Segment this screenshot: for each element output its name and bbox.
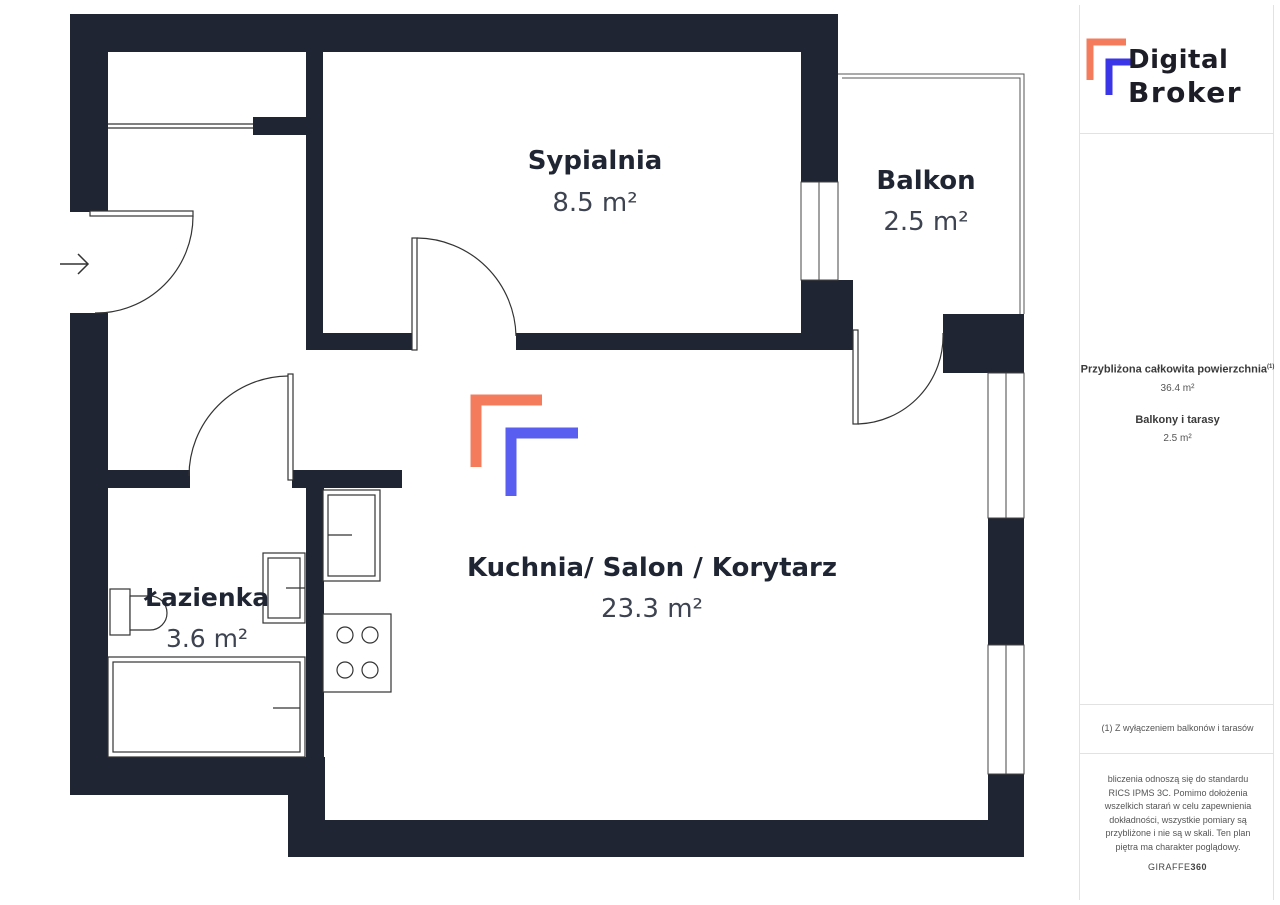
living-name: Kuchnia/ Salon / Korytarz <box>467 553 837 583</box>
balcony-area-value: 2.5 m² <box>1163 432 1192 444</box>
total-area-value: 36.4 m² <box>1160 382 1195 394</box>
wall <box>292 470 402 488</box>
wall <box>70 14 108 212</box>
wall <box>306 52 323 350</box>
burner <box>361 661 379 679</box>
arrow-right-icon <box>60 253 90 275</box>
divider <box>1080 704 1273 705</box>
wall <box>943 314 1024 373</box>
footnote: (1) Z wyłączeniem balkonów i tarasów <box>1101 723 1254 733</box>
wall <box>988 774 1024 857</box>
wall <box>108 470 190 488</box>
toilet <box>129 595 168 631</box>
bedroom-area: 8.5 m² <box>552 188 637 218</box>
burner <box>361 626 379 644</box>
balcony-railing <box>838 73 1025 314</box>
area-summary: Przybliżona całkowita powierzchnia(1) 36… <box>1080 360 1275 445</box>
logo-mark <box>1086 38 1133 95</box>
burner <box>336 626 354 644</box>
logo-text-broker: Broker <box>1128 76 1243 109</box>
entrance-door <box>89 210 194 217</box>
windows <box>800 181 1025 775</box>
burner <box>336 661 354 679</box>
divider <box>1080 133 1273 134</box>
logo-text-digital: Digital <box>1128 45 1229 75</box>
sidebar: Digital Broker Przybliżona całkowita pow… <box>1079 5 1274 900</box>
toilet-tank <box>109 588 131 636</box>
bathroom-name: Łazienka <box>143 583 269 612</box>
divider <box>1080 753 1273 754</box>
balcony-area: 2.5 m² <box>883 207 968 237</box>
balcony-name: Balkon <box>876 166 975 196</box>
bathroom-area: 3.6 m² <box>166 624 248 653</box>
balcony-area-label: Balkony i tarasy <box>1135 413 1220 426</box>
wall <box>988 518 1024 645</box>
stove <box>322 613 392 693</box>
bedroom-name: Sypialnia <box>528 146 663 176</box>
total-area-label: Przybliżona całkowita powierzchnia(1) <box>1080 363 1275 376</box>
wall <box>288 820 1024 857</box>
giraffe360-brand: GIRAFFE360 <box>1147 862 1208 872</box>
wall <box>70 313 108 795</box>
wall <box>70 757 325 795</box>
fixtures <box>107 489 392 758</box>
wall <box>70 14 838 52</box>
digital-broker-logo-icon: Digital Broker <box>1080 35 1275 115</box>
disclaimer: bliczenia odnoszą się do standardu RICS … <box>1104 774 1252 852</box>
walls <box>70 14 1024 857</box>
balcony-door <box>852 329 859 425</box>
bedroom-door <box>411 237 418 351</box>
bathroom-door <box>287 373 294 481</box>
doors <box>89 123 944 481</box>
living-area: 23.3 m² <box>601 594 703 624</box>
floor-plan: Sypialnia 8.5 m² Balkon 2.5 m² Łazienka … <box>60 14 1025 857</box>
wall <box>801 14 838 182</box>
wall <box>516 333 816 350</box>
wall <box>306 488 324 823</box>
digital-broker-watermark-icon <box>470 394 578 496</box>
wall <box>306 333 412 350</box>
wall <box>253 117 306 135</box>
